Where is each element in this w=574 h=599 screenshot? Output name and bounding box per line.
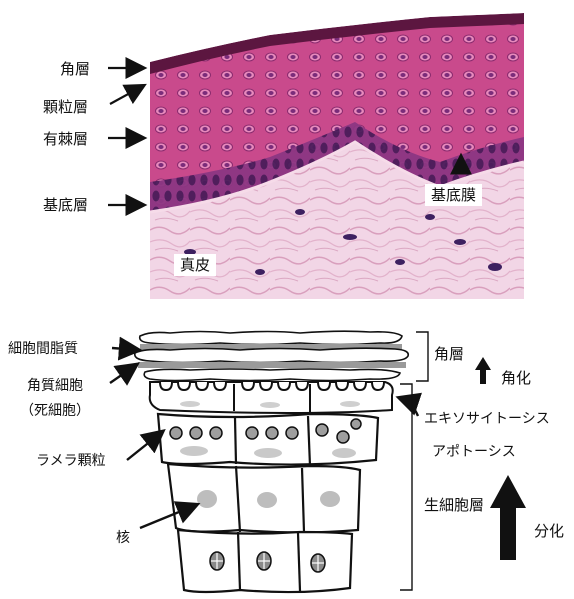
granular-cells [150, 382, 393, 413]
brackets [400, 332, 428, 590]
spinous-cells [158, 414, 378, 466]
corneocyte-layers [135, 331, 408, 380]
micrograph-arrows [108, 68, 461, 205]
lower-spinous-cells [168, 464, 360, 533]
basal-cells [178, 530, 352, 592]
direction-arrows [475, 357, 526, 560]
